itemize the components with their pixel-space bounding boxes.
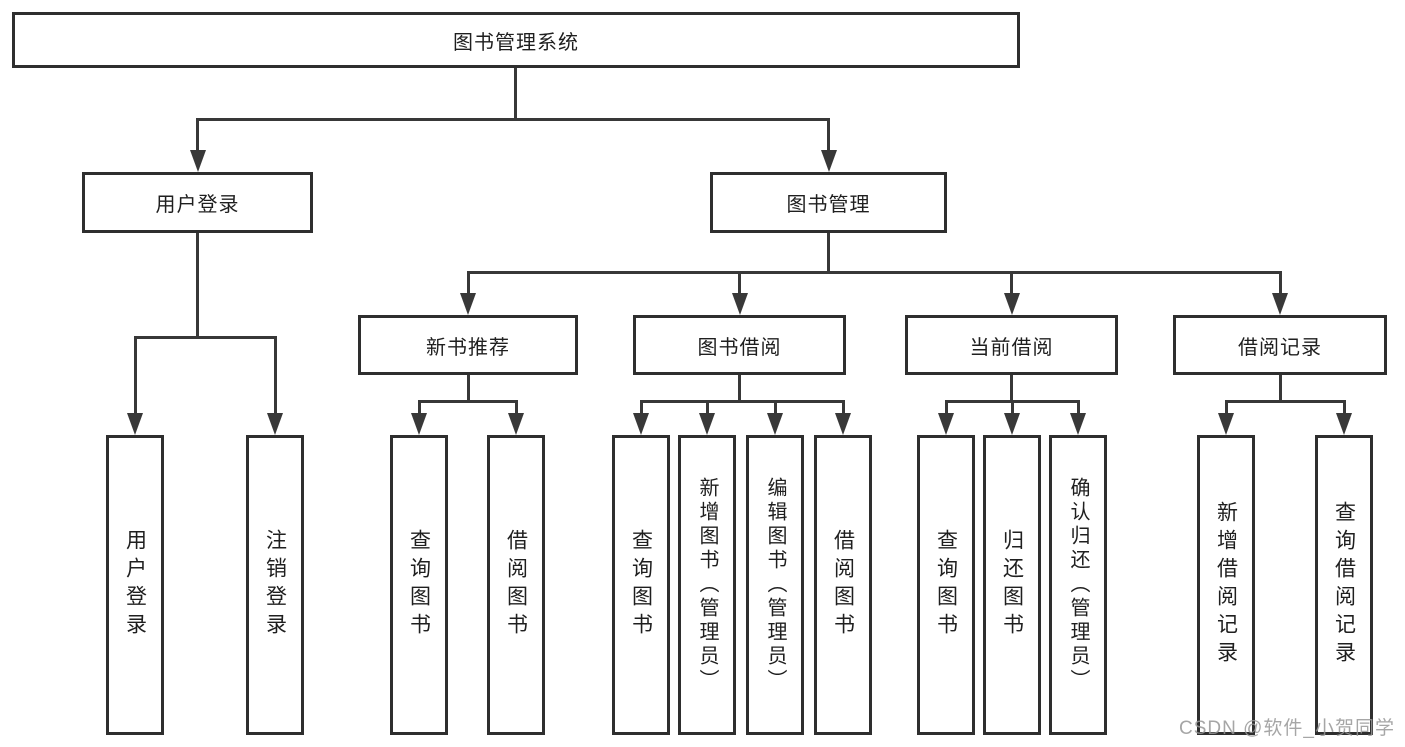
leaf-br-query-record: 查询借阅记录 <box>1315 435 1373 735</box>
leaf-nb-borrow-books: 借阅图书 <box>487 435 545 735</box>
node-borrow-records: 借阅记录 <box>1173 315 1387 375</box>
node-borrow-records-label: 借阅记录 <box>1238 336 1322 359</box>
leaf-bb-edit-books-admin: 编辑图书（管理员） <box>746 435 804 735</box>
connector-drop-user-login <box>196 118 199 152</box>
node-new-book-recommend-label: 新书推荐 <box>426 336 510 359</box>
leaf-cb-query-books: 查询图书 <box>917 435 975 735</box>
node-new-book-recommend: 新书推荐 <box>358 315 578 375</box>
connector-book-borrow-trunk <box>738 375 741 402</box>
connector-drop-bb-query <box>640 400 643 415</box>
connector-drop-borrow-records <box>1279 271 1282 295</box>
connector-drop-cb-query <box>945 400 948 415</box>
leaf-br-add-record: 新增借阅记录 <box>1197 435 1255 735</box>
leaf-br-add-record-label: 新增借阅记录 <box>1214 501 1238 669</box>
arrowhead-new-book <box>460 293 476 315</box>
leaf-br-query-record-label: 查询借阅记录 <box>1332 501 1356 669</box>
arrowhead-logout <box>267 413 283 435</box>
arrowhead-login <box>127 413 143 435</box>
arrowhead-br-add <box>1218 413 1234 435</box>
arrowhead-book-borrow <box>732 293 748 315</box>
connector-drop-book-borrow <box>738 271 741 295</box>
leaf-nb-query-books: 查询图书 <box>390 435 448 735</box>
connector-user-login-rail <box>134 336 277 339</box>
leaf-logout-label: 注销登录 <box>263 529 287 641</box>
connector-drop-bb-add <box>706 400 709 415</box>
leaf-logout: 注销登录 <box>246 435 304 735</box>
connector-drop-login <box>134 336 137 415</box>
arrowhead-current-borrow <box>1004 293 1020 315</box>
connector-book-management-trunk <box>827 233 830 274</box>
connector-drop-new-book <box>467 271 470 295</box>
arrowhead-user-login <box>190 150 206 172</box>
leaf-bb-add-books-admin-label: 新增图书（管理员） <box>696 477 718 693</box>
arrowhead-bb-query <box>633 413 649 435</box>
arrowhead-br-query <box>1336 413 1352 435</box>
connector-drop-cb-return <box>1011 400 1014 415</box>
node-book-management-label: 图书管理 <box>786 194 871 216</box>
connector-new-book-trunk <box>467 375 470 402</box>
leaf-bb-query-books-label: 查询图书 <box>629 529 653 641</box>
connector-book-borrow-rail <box>640 400 844 403</box>
leaf-cb-query-books-label: 查询图书 <box>934 529 958 641</box>
leaf-bb-add-books-admin: 新增图书（管理员） <box>678 435 736 735</box>
leaf-user-login-label: 用户登录 <box>123 529 147 641</box>
connector-drop-bb-edit <box>774 400 777 415</box>
connector-drop-bb-borrow <box>842 400 845 415</box>
connector-borrow-records-rail <box>1225 400 1345 403</box>
connector-drop-br-add <box>1225 400 1228 415</box>
node-user-login: 用户登录 <box>82 172 313 233</box>
arrowhead-cb-return <box>1004 413 1020 435</box>
leaf-nb-query-books-label: 查询图书 <box>407 529 431 641</box>
leaf-cb-return-books: 归还图书 <box>983 435 1041 735</box>
connector-new-book-rail <box>418 400 517 403</box>
leaf-cb-confirm-return-admin-label: 确认归还（管理员） <box>1067 477 1089 693</box>
arrowhead-borrow-records <box>1272 293 1288 315</box>
arrowhead-book-management <box>821 150 837 172</box>
connector-drop-nb-borrow <box>515 400 518 415</box>
node-root-label: 图书管理系统 <box>453 31 579 54</box>
node-root: 图书管理系统 <box>12 12 1020 68</box>
connector-book-management-rail <box>467 271 1282 274</box>
connector-current-borrow-trunk <box>1010 375 1013 402</box>
arrowhead-bb-add <box>699 413 715 435</box>
connector-drop-current-borrow <box>1010 271 1013 295</box>
arrowhead-bb-edit <box>767 413 783 435</box>
arrowhead-cb-query <box>938 413 954 435</box>
arrowhead-nb-borrow <box>508 413 524 435</box>
leaf-bb-edit-books-admin-label: 编辑图书（管理员） <box>764 477 786 693</box>
leaf-user-login: 用户登录 <box>106 435 164 735</box>
node-book-management: 图书管理 <box>710 172 947 233</box>
connector-root-rail <box>196 118 830 121</box>
arrowhead-bb-borrow <box>835 413 851 435</box>
connector-drop-nb-query <box>418 400 421 415</box>
connector-drop-cb-confirm <box>1077 400 1080 415</box>
node-book-borrow-label: 图书借阅 <box>697 336 782 359</box>
connector-root-trunk <box>514 68 517 120</box>
node-book-borrow: 图书借阅 <box>633 315 846 375</box>
leaf-cb-confirm-return-admin: 确认归还（管理员） <box>1049 435 1107 735</box>
leaf-bb-borrow-books: 借阅图书 <box>814 435 872 735</box>
connector-drop-book-management <box>827 118 830 152</box>
node-current-borrow-label: 当前借阅 <box>969 336 1054 359</box>
arrowhead-cb-confirm <box>1070 413 1086 435</box>
csdn-watermark: CSDN @软件_小贺同学 <box>1179 718 1395 739</box>
connector-user-login-trunk <box>196 233 199 338</box>
leaf-bb-query-books: 查询图书 <box>612 435 670 735</box>
leaf-cb-return-books-label: 归还图书 <box>1000 529 1024 641</box>
connector-drop-br-query <box>1343 400 1346 415</box>
arrowhead-nb-query <box>411 413 427 435</box>
connector-drop-logout <box>274 336 277 415</box>
leaf-nb-borrow-books-label: 借阅图书 <box>504 529 528 641</box>
node-user-login-label: 用户登录 <box>155 194 240 216</box>
connector-borrow-records-trunk <box>1279 375 1282 402</box>
node-current-borrow: 当前借阅 <box>905 315 1118 375</box>
leaf-bb-borrow-books-label: 借阅图书 <box>831 529 855 641</box>
